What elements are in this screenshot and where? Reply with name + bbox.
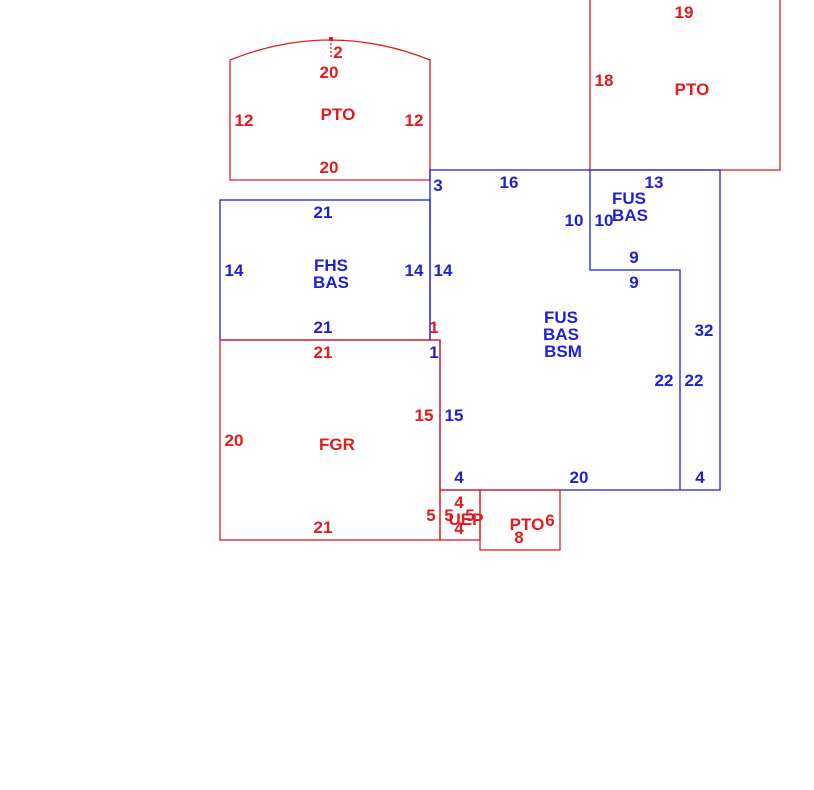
pto-arc-point <box>329 37 333 41</box>
area-label: FGR <box>319 435 355 454</box>
dim-top: 4 <box>454 493 464 512</box>
dim-left: 5 <box>444 506 453 525</box>
area-label: PTO <box>321 105 356 124</box>
area-label-line3: BSM <box>544 342 582 361</box>
dim-bottom: 9 <box>629 248 638 267</box>
dim-right: 5 <box>465 506 474 525</box>
pto-top-left-outline <box>229 39 431 181</box>
dim-left: 10 <box>595 211 614 230</box>
dim-right-inner: 22 <box>655 371 674 390</box>
dim-right: 12 <box>405 111 424 130</box>
area-label: PTO <box>675 80 710 99</box>
fgr-area: 21 20 15 1 21 5 FGR <box>219 318 441 541</box>
dim-left-lower: 15 <box>445 406 464 425</box>
dim-left: 20 <box>225 431 244 450</box>
fgr-outline <box>219 339 441 541</box>
dim-right: 14 <box>405 261 424 280</box>
dim-left: 12 <box>235 111 254 130</box>
dim-step-in: 10 <box>565 211 584 230</box>
dim-top: 16 <box>500 173 519 192</box>
fus-bas-small-outline <box>590 169 721 491</box>
dim-bottom: 21 <box>314 518 333 537</box>
dim-arc: 2 <box>333 43 342 62</box>
dim-right-outer: 22 <box>685 371 704 390</box>
dim-bottom: 8 <box>514 528 523 547</box>
fus-bas-bsm-area: 3 16 10 9 14 1 15 22 4 20 FUS BAS BSM <box>429 169 681 491</box>
dim-bottom: 4 <box>454 519 464 538</box>
pto-small-outline <box>479 489 561 551</box>
dim-top: 20 <box>320 63 339 82</box>
fus-bas-small-area: 13 10 9 32 22 4 FUS BAS <box>590 169 721 491</box>
dim-step-bottom: 9 <box>629 273 638 292</box>
area-label: UEP <box>449 510 484 529</box>
dim-top: 13 <box>645 173 664 192</box>
dim-bottom-left: 4 <box>454 468 464 487</box>
dim-right: 15 <box>415 406 434 425</box>
uep-area: 4 5 5 4 UEP <box>439 489 484 541</box>
area-label-line2: BAS <box>313 273 349 292</box>
dim-left: 14 <box>225 261 244 280</box>
dim-top: 21 <box>314 343 333 362</box>
dim-left: 18 <box>595 71 614 90</box>
fhs-bas-area: 21 14 14 21 FHS BAS <box>219 199 431 341</box>
dim-bottom: 20 <box>320 158 339 177</box>
dim-top: 21 <box>314 203 333 222</box>
dim-right: 6 <box>545 511 554 530</box>
dim-bottom-right: 4 <box>695 468 705 487</box>
pto-top-left-area: 2 20 12 12 20 PTO <box>229 37 431 181</box>
dim-five: 5 <box>426 506 435 525</box>
dim-one: 1 <box>429 318 438 337</box>
area-label-line1: FUS <box>612 189 646 208</box>
dim-right-upper: 32 <box>695 321 714 340</box>
area-label-line2: BAS <box>543 325 579 344</box>
dim-bottom: 21 <box>314 318 333 337</box>
dim-top: 19 <box>675 3 694 22</box>
area-label-line1: FUS <box>544 308 578 327</box>
pto-top-right-area: 19 18 PTO <box>589 0 781 171</box>
area-label-line1: FHS <box>314 256 348 275</box>
pto-small-area: 6 8 PTO <box>479 489 561 551</box>
dim-left-step: 14 <box>434 261 453 280</box>
dim-left-top: 3 <box>433 176 442 195</box>
dim-one-b: 1 <box>429 343 438 362</box>
area-label: PTO <box>510 515 545 534</box>
dim-bottom: 20 <box>570 468 589 487</box>
area-label-line2: BAS <box>612 206 648 225</box>
